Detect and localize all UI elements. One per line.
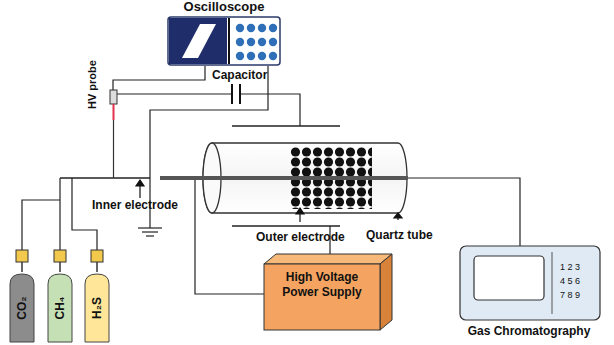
part-label: Capacitor	[212, 68, 267, 82]
node-label: Gas Chromatography	[448, 324, 610, 338]
keypad-digits: 4 5 6	[560, 276, 580, 286]
node-label: CO₂	[15, 296, 29, 319]
probe-label: HV probe	[86, 60, 98, 109]
part-label: Inner electrode	[92, 198, 178, 212]
gas-cylinder: H₂S	[83, 272, 111, 344]
part-label: Outer electrode	[256, 230, 345, 244]
node-label: Oscilloscope	[164, 0, 284, 14]
keypad-digits: 7 8 9	[560, 290, 580, 300]
node-label: High Voltage Power Supply	[268, 270, 376, 300]
gas-cylinder: CO₂	[8, 272, 36, 344]
power-supply: High Voltage Power Supply	[262, 252, 394, 332]
part-label: Quartz tube	[366, 228, 433, 242]
gas-cylinder: CH₄	[46, 272, 74, 344]
node-label: H₂S	[90, 297, 104, 319]
gas-chromatograph: Gas Chromatography	[448, 244, 610, 344]
keypad-digits: 1 2 3	[560, 262, 580, 272]
node-label: CH₄	[53, 296, 67, 319]
oscilloscope: Oscilloscope	[164, 0, 284, 66]
